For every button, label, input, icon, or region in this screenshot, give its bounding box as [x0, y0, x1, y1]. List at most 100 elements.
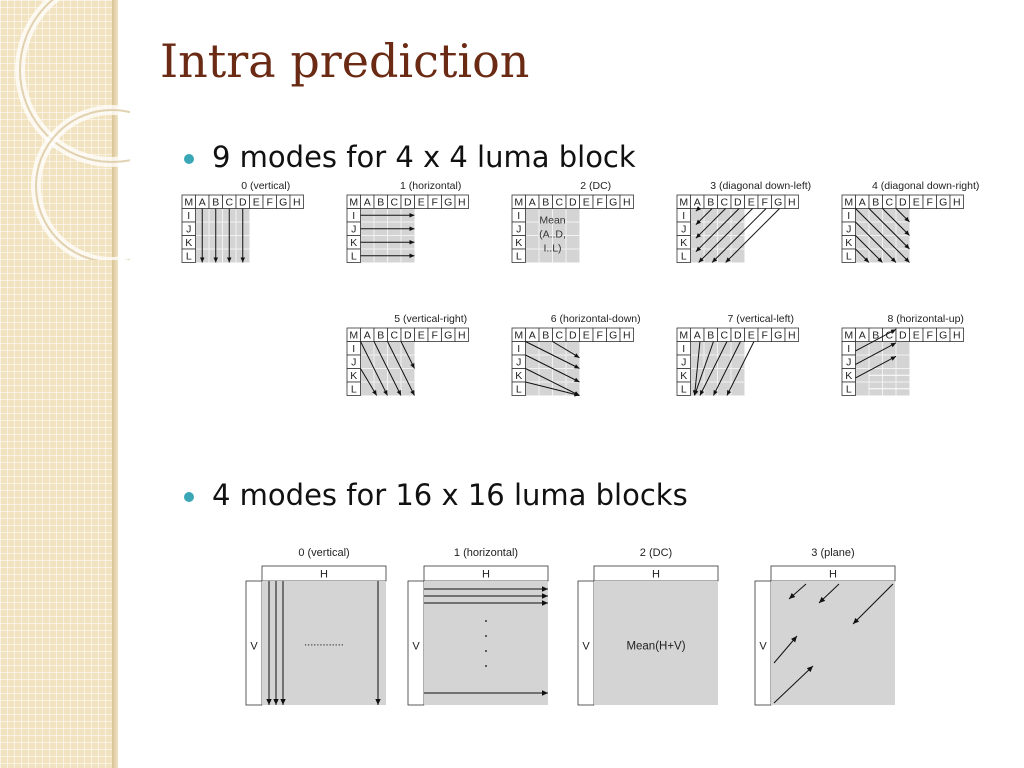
- neighbor-label-I: I: [517, 343, 520, 355]
- predicted-block: [594, 581, 718, 705]
- neighbor-label-C: C: [390, 196, 398, 208]
- neighbor-label-K: K: [515, 237, 522, 249]
- decorative-rings: [15, 0, 130, 260]
- arrowhead: [725, 257, 731, 263]
- neighbor-label-B: B: [377, 196, 384, 208]
- neighbor-label-C: C: [720, 196, 728, 208]
- arrowhead: [542, 586, 548, 592]
- arrowhead: [904, 230, 910, 236]
- neighbor-label-A: A: [364, 329, 371, 341]
- bullet-dot: [184, 492, 194, 502]
- prediction-arrow: [855, 328, 897, 352]
- prediction-arrow: [855, 355, 897, 379]
- neighbor-label-G: G: [444, 329, 452, 341]
- neighbor-label-D: D: [404, 196, 412, 208]
- ellipsis-text: .............: [304, 636, 344, 648]
- arrowhead: [890, 257, 896, 263]
- arrowhead: [904, 216, 910, 222]
- neighbor-label-G: G: [774, 329, 782, 341]
- arrowhead: [409, 213, 415, 218]
- top-label: H: [482, 569, 490, 581]
- top-label: H: [652, 569, 660, 581]
- prediction-arrow: [773, 665, 814, 704]
- neighbor-cell-L: [511, 248, 526, 263]
- neighbor-label-K: K: [680, 237, 687, 249]
- mode16x16-1: 1 (horizontal)HV: [407, 547, 549, 706]
- prediction-arrow: [852, 583, 894, 625]
- mode16x16-3: 3 (plane)HV: [754, 547, 896, 706]
- neighbor-label-J: J: [846, 223, 851, 235]
- neighbor-cell-H: [454, 194, 469, 209]
- neighbor-label-F: F: [597, 196, 603, 208]
- top-label: H: [829, 569, 837, 581]
- neighbor-label-B: B: [872, 329, 879, 341]
- neighbor-label-K: K: [350, 237, 357, 249]
- neighbor-label-H: H: [458, 196, 466, 208]
- mode-caption: 2 (DC): [640, 547, 672, 559]
- neighbor-label-I: I: [187, 210, 190, 222]
- neighbor-label-H: H: [788, 196, 796, 208]
- dc-mean-text: Mean(H+V): [626, 640, 685, 652]
- neighbor-cell-L: [676, 248, 691, 263]
- prediction-arrow: [695, 208, 740, 253]
- bullet-text: 4 modes for 16 x 16 luma blocks: [212, 478, 688, 512]
- arrowhead: [375, 699, 381, 705]
- slide-title: Intra prediction: [160, 34, 530, 88]
- arrowhead: [542, 690, 548, 696]
- top-label: H: [320, 569, 328, 581]
- bullet-4x4-modes: 9 modes for 4 x 4 luma block: [184, 140, 636, 174]
- prediction-arrow: [552, 341, 580, 359]
- prediction-arrow: [695, 208, 726, 239]
- neighbor-label-L: L: [681, 250, 687, 262]
- prediction-arrow: [400, 341, 415, 369]
- neighbor-cell-H: [619, 194, 634, 209]
- mode-caption: 7 (vertical-left): [727, 313, 794, 325]
- neighbor-label-M: M: [184, 196, 193, 208]
- prediction-arrow: [525, 368, 580, 396]
- neighbor-label-J: J: [351, 223, 356, 235]
- arrowhead: [542, 593, 548, 599]
- neighbor-label-B: B: [377, 329, 384, 341]
- neighbor-label-J: J: [516, 356, 521, 368]
- side-label: V: [412, 640, 420, 652]
- mode-caption: 8 (horizontal-up): [887, 313, 963, 325]
- neighbor-label-I: I: [352, 343, 355, 355]
- arrowhead: [694, 390, 699, 396]
- neighbor-label-E: E: [913, 329, 920, 341]
- arrowhead: [789, 593, 796, 599]
- neighbor-cell-L: [841, 381, 856, 396]
- arrowhead: [574, 392, 580, 397]
- arrowhead: [396, 390, 401, 396]
- mode-caption: 0 (vertical): [298, 547, 349, 559]
- predicted-block: [771, 581, 895, 705]
- neighbor-label-G: G: [609, 196, 617, 208]
- neighbor-label-L: L: [516, 383, 522, 395]
- neighbor-label-B: B: [707, 329, 714, 341]
- neighbor-label-G: G: [609, 329, 617, 341]
- dc-mean-text: Mean: [539, 215, 565, 227]
- prediction-arrow: [882, 208, 910, 236]
- dc-mean-text: (A..D,: [539, 229, 566, 241]
- neighbor-label-L: L: [351, 383, 357, 395]
- neighbor-label-H: H: [293, 196, 301, 208]
- arrowhead: [713, 390, 718, 396]
- neighbor-label-F: F: [762, 196, 768, 208]
- neighbor-label-L: L: [186, 250, 192, 262]
- neighbor-label-M: M: [844, 329, 853, 341]
- neighbor-label-F: F: [267, 196, 273, 208]
- neighbor-label-E: E: [913, 196, 920, 208]
- bullet-16x16-modes: 4 modes for 16 x 16 luma blocks: [184, 478, 688, 512]
- arrowhead: [542, 600, 548, 606]
- arrowhead: [904, 243, 910, 249]
- mode-caption: 3 (diagonal down-left): [710, 180, 811, 192]
- arrowhead: [726, 390, 732, 396]
- neighbor-label-G: G: [444, 196, 452, 208]
- neighbor-label-E: E: [748, 329, 755, 341]
- arrowhead: [695, 206, 702, 212]
- arrowhead: [791, 636, 797, 643]
- prediction-arrow: [360, 368, 378, 396]
- arrowhead: [806, 666, 813, 673]
